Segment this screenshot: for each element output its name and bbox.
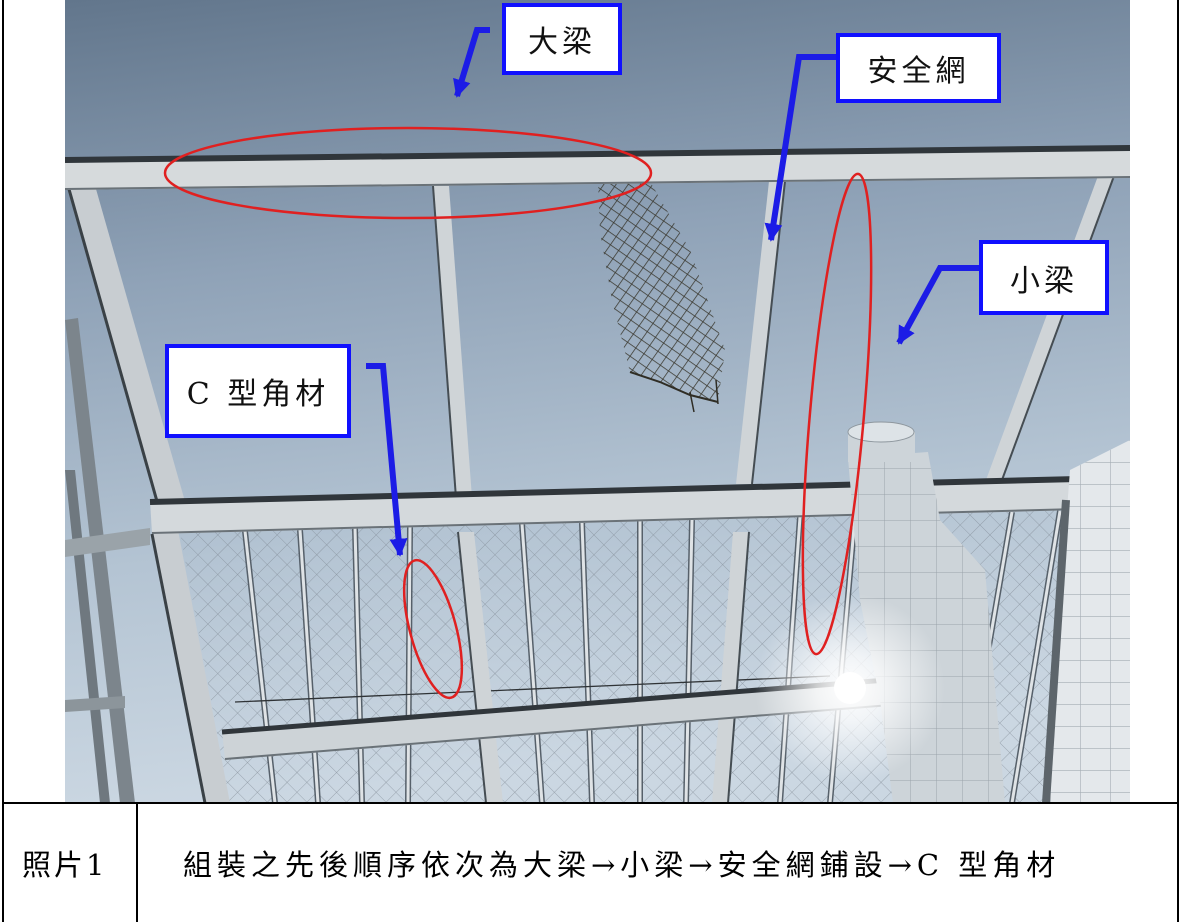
minor-beam-ellipse [801, 172, 873, 656]
callout-safety-net: 安全網 [836, 33, 1001, 103]
table-row-divider [2, 802, 1179, 804]
photo-caption-cell: 組裝之先後順序依次為大梁→小梁→安全網鋪設→C 型角材 [138, 804, 1177, 922]
safety-net-arrow [764, 54, 836, 242]
table-column-divider [136, 803, 138, 922]
photo-content [65, 0, 1130, 803]
safety-net-hanging [598, 178, 725, 413]
callout-main-beam: 大梁 [502, 3, 622, 75]
callout-minor-beam: 小梁 [979, 240, 1109, 315]
main-beam-ellipse [163, 126, 653, 220]
callout-arrows [366, 27, 979, 557]
photo-caption: 組裝之先後順序依次為大梁→小梁→安全網鋪設→C 型角材 [183, 848, 1061, 882]
callout-c-channel: C 型角材 [165, 344, 351, 438]
photo-number: 照片1 [22, 848, 108, 882]
sun [834, 672, 866, 704]
callout-label: C 型角材 [186, 377, 330, 412]
callout-label: 安全網 [867, 54, 970, 89]
c-channel-arrow [366, 363, 408, 557]
callout-label: 小梁 [1010, 263, 1078, 299]
photo-number-cell: 照片1 [4, 804, 136, 922]
c-channel-ellipse [402, 558, 464, 700]
main-beam-arrow [453, 27, 490, 98]
building-wall [1042, 440, 1130, 803]
construction-photo [65, 0, 1130, 803]
minor-beam-arrow [896, 265, 979, 345]
highlight-ellipses [163, 126, 873, 700]
table-border-left [2, 0, 4, 922]
table-border-right [1177, 0, 1179, 922]
left-columns [65, 174, 230, 803]
callout-label: 大梁 [528, 25, 596, 60]
